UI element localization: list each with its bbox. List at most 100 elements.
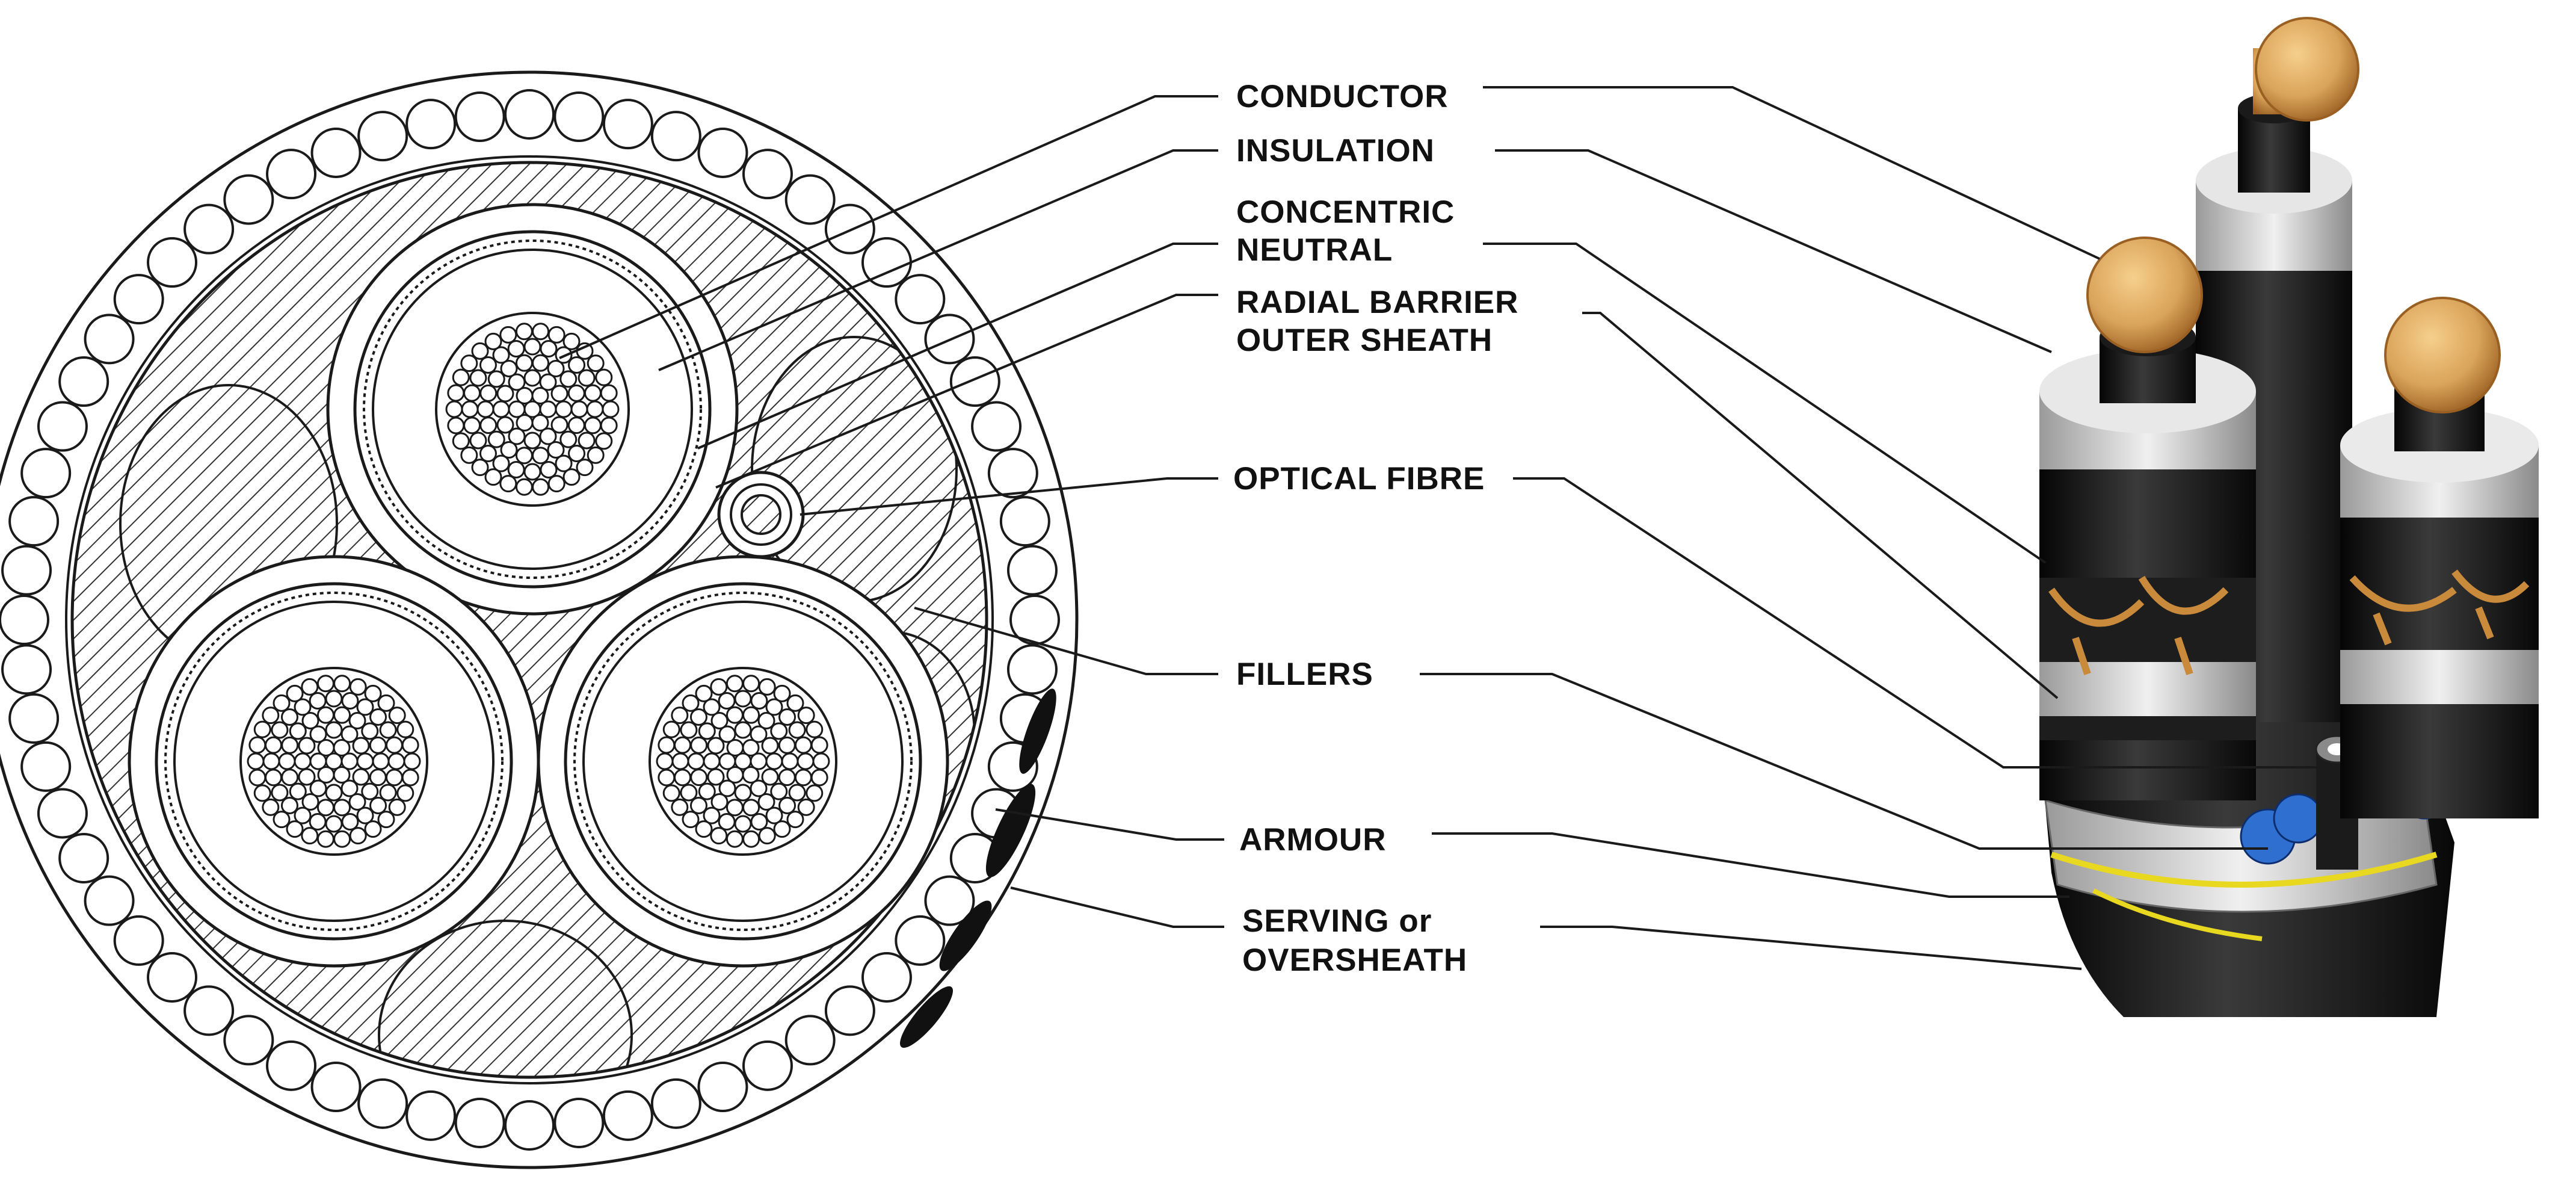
conductor-strand xyxy=(710,793,729,811)
conductor-strand xyxy=(810,769,828,787)
conductor-strand xyxy=(742,799,760,817)
conductor-strand xyxy=(289,782,307,800)
conductor-strand xyxy=(555,400,573,418)
conductor-strand xyxy=(587,446,605,464)
armour-wire xyxy=(861,951,912,1003)
leader-barrier-left xyxy=(715,294,1218,489)
conductor-strand xyxy=(396,784,414,802)
conductor-strand xyxy=(369,736,387,754)
label-radial-barrier-line2: OUTER SHEATH xyxy=(1236,323,1493,358)
conductor-strand xyxy=(806,720,824,738)
armour-wire xyxy=(784,174,836,225)
armour-wire xyxy=(147,237,198,288)
conductor-strand xyxy=(469,369,487,387)
leader-insulation-left xyxy=(658,149,1218,371)
conductor-strand xyxy=(680,784,698,802)
conductor-strand xyxy=(595,432,613,450)
conductor-strand xyxy=(734,815,752,833)
conductor-strand xyxy=(758,678,776,696)
conductor-strand xyxy=(253,784,271,802)
label-conductor: CONDUCTOR xyxy=(1236,79,1449,114)
conductor-strand xyxy=(379,721,397,739)
armour-wire xyxy=(553,91,605,143)
conductor-strand xyxy=(781,752,799,770)
conductor-strand xyxy=(761,737,779,755)
conductor-strand xyxy=(794,769,812,787)
conductor-strand xyxy=(499,475,517,493)
conductor-strand xyxy=(707,737,725,755)
conductor-strand xyxy=(689,708,707,726)
conductor-strand xyxy=(662,720,680,738)
conductor-strand xyxy=(710,827,728,845)
armour-wire xyxy=(37,788,88,839)
conductor-strand xyxy=(463,384,481,402)
conductor-strand xyxy=(316,830,334,848)
conductor-strand xyxy=(248,736,267,754)
conductor-strand xyxy=(531,386,549,404)
conductor-strand xyxy=(742,830,760,848)
conductor-strand xyxy=(765,752,783,770)
armour-wire xyxy=(223,1015,274,1066)
armour-wire xyxy=(1,545,52,596)
conductor-strand xyxy=(387,752,405,770)
conductor-strand xyxy=(690,769,708,787)
armour-inner-edge xyxy=(65,155,994,1084)
conductor-strand xyxy=(656,752,674,770)
conductor-strand xyxy=(499,326,517,344)
conductor-strand xyxy=(532,478,550,496)
armour-wire xyxy=(697,127,748,178)
conductor-strand xyxy=(460,354,478,373)
conductor-strand xyxy=(703,806,721,824)
conductor-strand xyxy=(507,460,525,478)
armour-wire xyxy=(1009,595,1060,645)
conductor-strand xyxy=(348,793,366,811)
conductor-strand xyxy=(559,370,578,388)
conductor-strand xyxy=(356,806,374,824)
conductor-strand xyxy=(460,446,478,464)
leader-barrier-right xyxy=(1582,312,2059,699)
conductor-strand xyxy=(507,340,525,358)
conductor-strand xyxy=(761,768,779,786)
conductor-strand xyxy=(447,416,465,435)
armour-wire xyxy=(949,356,1000,407)
conductor-strand xyxy=(452,368,470,386)
core-bottom-right xyxy=(537,555,949,968)
conductor-strand xyxy=(698,722,716,740)
conductor-strand xyxy=(742,675,760,693)
armour-wire xyxy=(742,149,793,200)
conductor-strand xyxy=(496,385,514,403)
armour-wire xyxy=(357,1078,408,1129)
armour-wire xyxy=(113,274,164,325)
component-labels: CONDUCTOR INSULATION CONCENTRIC NEUTRAL … xyxy=(1233,79,1518,978)
conductor-strand xyxy=(492,454,510,472)
leader-insulation-right xyxy=(1495,149,2052,353)
conductor-strand xyxy=(492,346,510,364)
conductor-strand xyxy=(703,698,721,716)
conductor-strand xyxy=(810,736,828,754)
label-armour: ARMOUR xyxy=(1239,822,1386,858)
conductor-strand xyxy=(316,675,334,693)
conductor-strand xyxy=(698,782,716,800)
conductor-strand xyxy=(484,332,502,350)
armour-wire xyxy=(999,496,1050,547)
conductor-strand xyxy=(742,706,760,724)
conductor-strand xyxy=(662,784,680,802)
conductor-strand xyxy=(778,769,796,787)
conductor-strand xyxy=(265,736,283,754)
armour-wire xyxy=(971,401,1022,452)
conductor-strand xyxy=(341,692,359,710)
conductor-strand xyxy=(247,752,265,770)
armour-wire xyxy=(147,951,198,1003)
conductor-strand xyxy=(333,799,351,817)
conductor-strand xyxy=(479,416,498,435)
conductor-strand xyxy=(523,431,541,450)
conductor-strand xyxy=(600,384,618,402)
conductor-strand xyxy=(515,447,533,465)
conductor-strand xyxy=(757,711,775,729)
conductor-strand xyxy=(349,827,367,845)
conductor-strand xyxy=(309,812,327,830)
conductor-strand xyxy=(710,678,728,696)
conductor-strand xyxy=(515,478,533,496)
conductor-strand xyxy=(523,463,541,481)
conductor-strand xyxy=(770,722,788,740)
